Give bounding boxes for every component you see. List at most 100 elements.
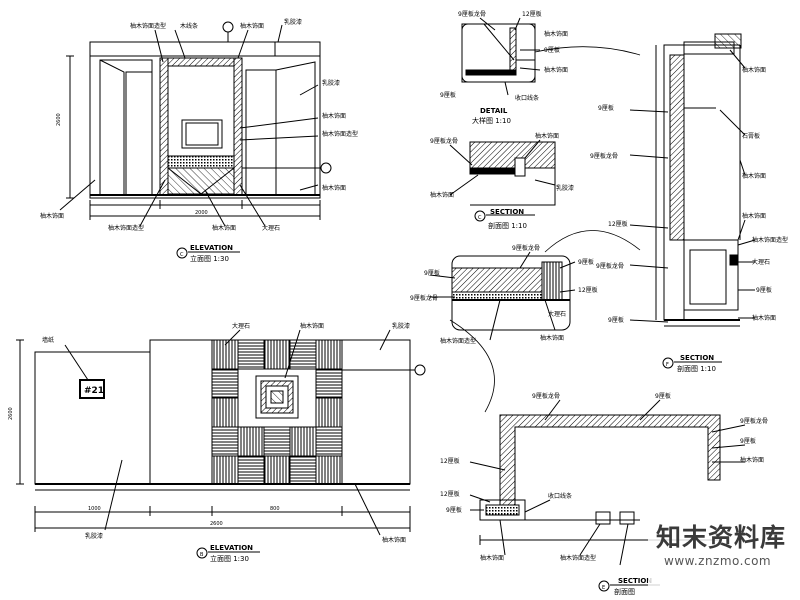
callout: 9厘板龙骨 — [532, 392, 560, 400]
callout: 柚木饰面 — [480, 554, 504, 562]
callout: 9厘板 — [544, 46, 560, 54]
callout: 9厘板 — [756, 286, 772, 294]
section-c-labels: SECTION 剖面图 1:10 C 9厘板龙骨 柚木饰面 柚木饰面 乳胶漆 — [430, 132, 574, 230]
detail-title: DETAIL — [480, 107, 508, 115]
callout: 墙纸 — [42, 336, 54, 344]
callout: 柚木饰面 — [212, 224, 236, 232]
callout: 大理石 — [752, 258, 770, 266]
dim-label: 2600 — [56, 113, 62, 126]
section-f-title: SECTION — [680, 354, 714, 362]
callout: 9厘板龙骨 — [512, 244, 540, 252]
section-f-subtitle: 剖面图 1:10 — [677, 364, 716, 373]
elev-bottom-title: ELEVATION — [210, 544, 253, 552]
callout: 9厘板 — [446, 506, 462, 514]
detail-subtitle: 大样图 1:10 — [472, 116, 511, 125]
callout: 木线条 — [180, 22, 198, 30]
callout: 9厘板龙骨 — [590, 152, 618, 160]
callout: 柚木饰面 — [240, 22, 264, 30]
watermark-text: 知末资料库 — [656, 523, 787, 552]
callout: 9厘板 — [740, 437, 756, 445]
section-e-subtitle: 剖面图 — [614, 587, 635, 596]
callout: 大理石 — [262, 224, 280, 232]
section-f-tag: F — [666, 362, 669, 368]
callout: 9厘板龙骨 — [458, 10, 486, 18]
callout: 柚木饰面造型 — [322, 130, 358, 138]
section-c-subtitle: 剖面图 1:10 — [488, 221, 527, 230]
elev-top-subtitle: 立面图 1:30 — [190, 254, 229, 263]
callout: 收口线条 — [548, 492, 572, 500]
callout: 9厘板 — [598, 104, 614, 112]
callout: 乳胶漆 — [322, 79, 340, 87]
callout: 柚木饰面 — [535, 132, 559, 140]
callout: 12厘板 — [440, 490, 460, 498]
callout: 12厘板 — [522, 10, 542, 18]
section-c-tag: C — [478, 215, 482, 221]
section-f-labels: SECTION 剖面图 1:10 F 9厘板 9厘板龙骨 12厘板 9厘板龙骨 … — [590, 66, 788, 373]
elevation-bottom-labels: #21 ELEVATION 立面图 1:30 B 墙纸 大理石 柚木饰面 乳胶漆… — [8, 322, 410, 563]
callout: 石膏板 — [742, 132, 760, 140]
callout: 9厘板龙骨 — [596, 262, 624, 270]
section-cabinet — [429, 251, 576, 341]
detail-top — [461, 17, 541, 96]
section-e-title: SECTION — [618, 577, 652, 585]
callout: 12厘板 — [440, 457, 460, 465]
callout: 乳胶漆 — [85, 532, 103, 540]
callout: 9厘板龙骨 — [430, 137, 458, 145]
callout: 大理石 — [232, 322, 250, 330]
callout: 大理石 — [548, 310, 566, 318]
callout: 柚木饰面 — [742, 172, 766, 180]
sign-plaque-text: #21 — [84, 386, 104, 396]
callout: 12厘板 — [578, 286, 598, 294]
elev-top-tag: C — [180, 252, 184, 258]
watermark: 知末资料库 www.znzmo.com — [648, 510, 798, 598]
callout: 9厘板 — [424, 269, 440, 277]
callout: 9厘板 — [440, 91, 456, 99]
callout: 9厘板龙骨 — [740, 417, 768, 425]
callout: 柚木饰面 — [740, 456, 764, 464]
dim-label: 800 — [270, 506, 280, 512]
callout: 柚木饰面造型 — [440, 337, 476, 345]
callout: 乳胶漆 — [392, 322, 410, 330]
callout: 柚木饰面造型 — [130, 22, 166, 30]
callout: 柚木饰面造型 — [560, 554, 596, 562]
section-cabinet-labels: 9厘板 9厘板龙骨 9厘板龙骨 9厘板 12厘板 柚木饰面造型 大理石 柚木饰面 — [410, 244, 598, 345]
callout: 12厘板 — [608, 220, 628, 228]
callout: 柚木饰面造型 — [752, 236, 788, 244]
section-e-tag: E — [602, 585, 605, 591]
callout: 柚木饰面 — [540, 334, 564, 342]
callout: 柚木饰面 — [742, 66, 766, 74]
dim-label: 1000 — [88, 506, 101, 512]
dim-label: 2600 — [8, 407, 14, 420]
callout: 柚木饰面 — [544, 30, 568, 38]
section-e-labels: SECTION 剖面图 E 12厘板 12厘板 9厘板 9厘板龙骨 9厘板 9厘… — [440, 392, 768, 596]
callout: 柚木饰面 — [430, 191, 454, 199]
connector-arcs — [449, 46, 641, 413]
elevation-top — [59, 21, 332, 259]
elev-top-title: ELEVATION — [190, 244, 233, 252]
callout: 9厘板龙骨 — [410, 294, 438, 302]
detail-top-labels: DETAIL 大样图 1:10 9厘板龙骨 12厘板 柚木饰面 9厘板 柚木饰面… — [440, 10, 568, 125]
callout: 柚木饰面 — [40, 212, 64, 220]
callout: 柚木饰面 — [322, 184, 346, 192]
callout: 柚木饰面 — [322, 112, 346, 120]
callout: 柚木饰面 — [300, 322, 324, 330]
section-f — [629, 33, 756, 369]
section-c-title: SECTION — [490, 208, 524, 216]
watermark-url: www.znzmo.com — [664, 554, 772, 568]
callout: 乳胶漆 — [284, 18, 302, 26]
callout: 9厘板 — [608, 316, 624, 324]
callout: 柚木饰面 — [752, 314, 776, 322]
callout: 柚木饰面 — [544, 66, 568, 74]
callout: 柚木饰面造型 — [108, 224, 144, 232]
callout: 柚木饰面 — [742, 212, 766, 220]
elevation-top-labels: ELEVATION 立面图 1:30 C 柚木饰面造型 木线条 柚木饰面 乳胶漆… — [40, 18, 358, 263]
elevation-bottom — [16, 329, 426, 559]
callout: 9厘板 — [578, 258, 594, 266]
section-c — [449, 139, 556, 222]
elev-bottom-tag: B — [200, 552, 204, 558]
callout: 收口线条 — [515, 94, 539, 102]
dim-label: 2000 — [195, 210, 208, 216]
dim-label: 2600 — [210, 521, 223, 527]
